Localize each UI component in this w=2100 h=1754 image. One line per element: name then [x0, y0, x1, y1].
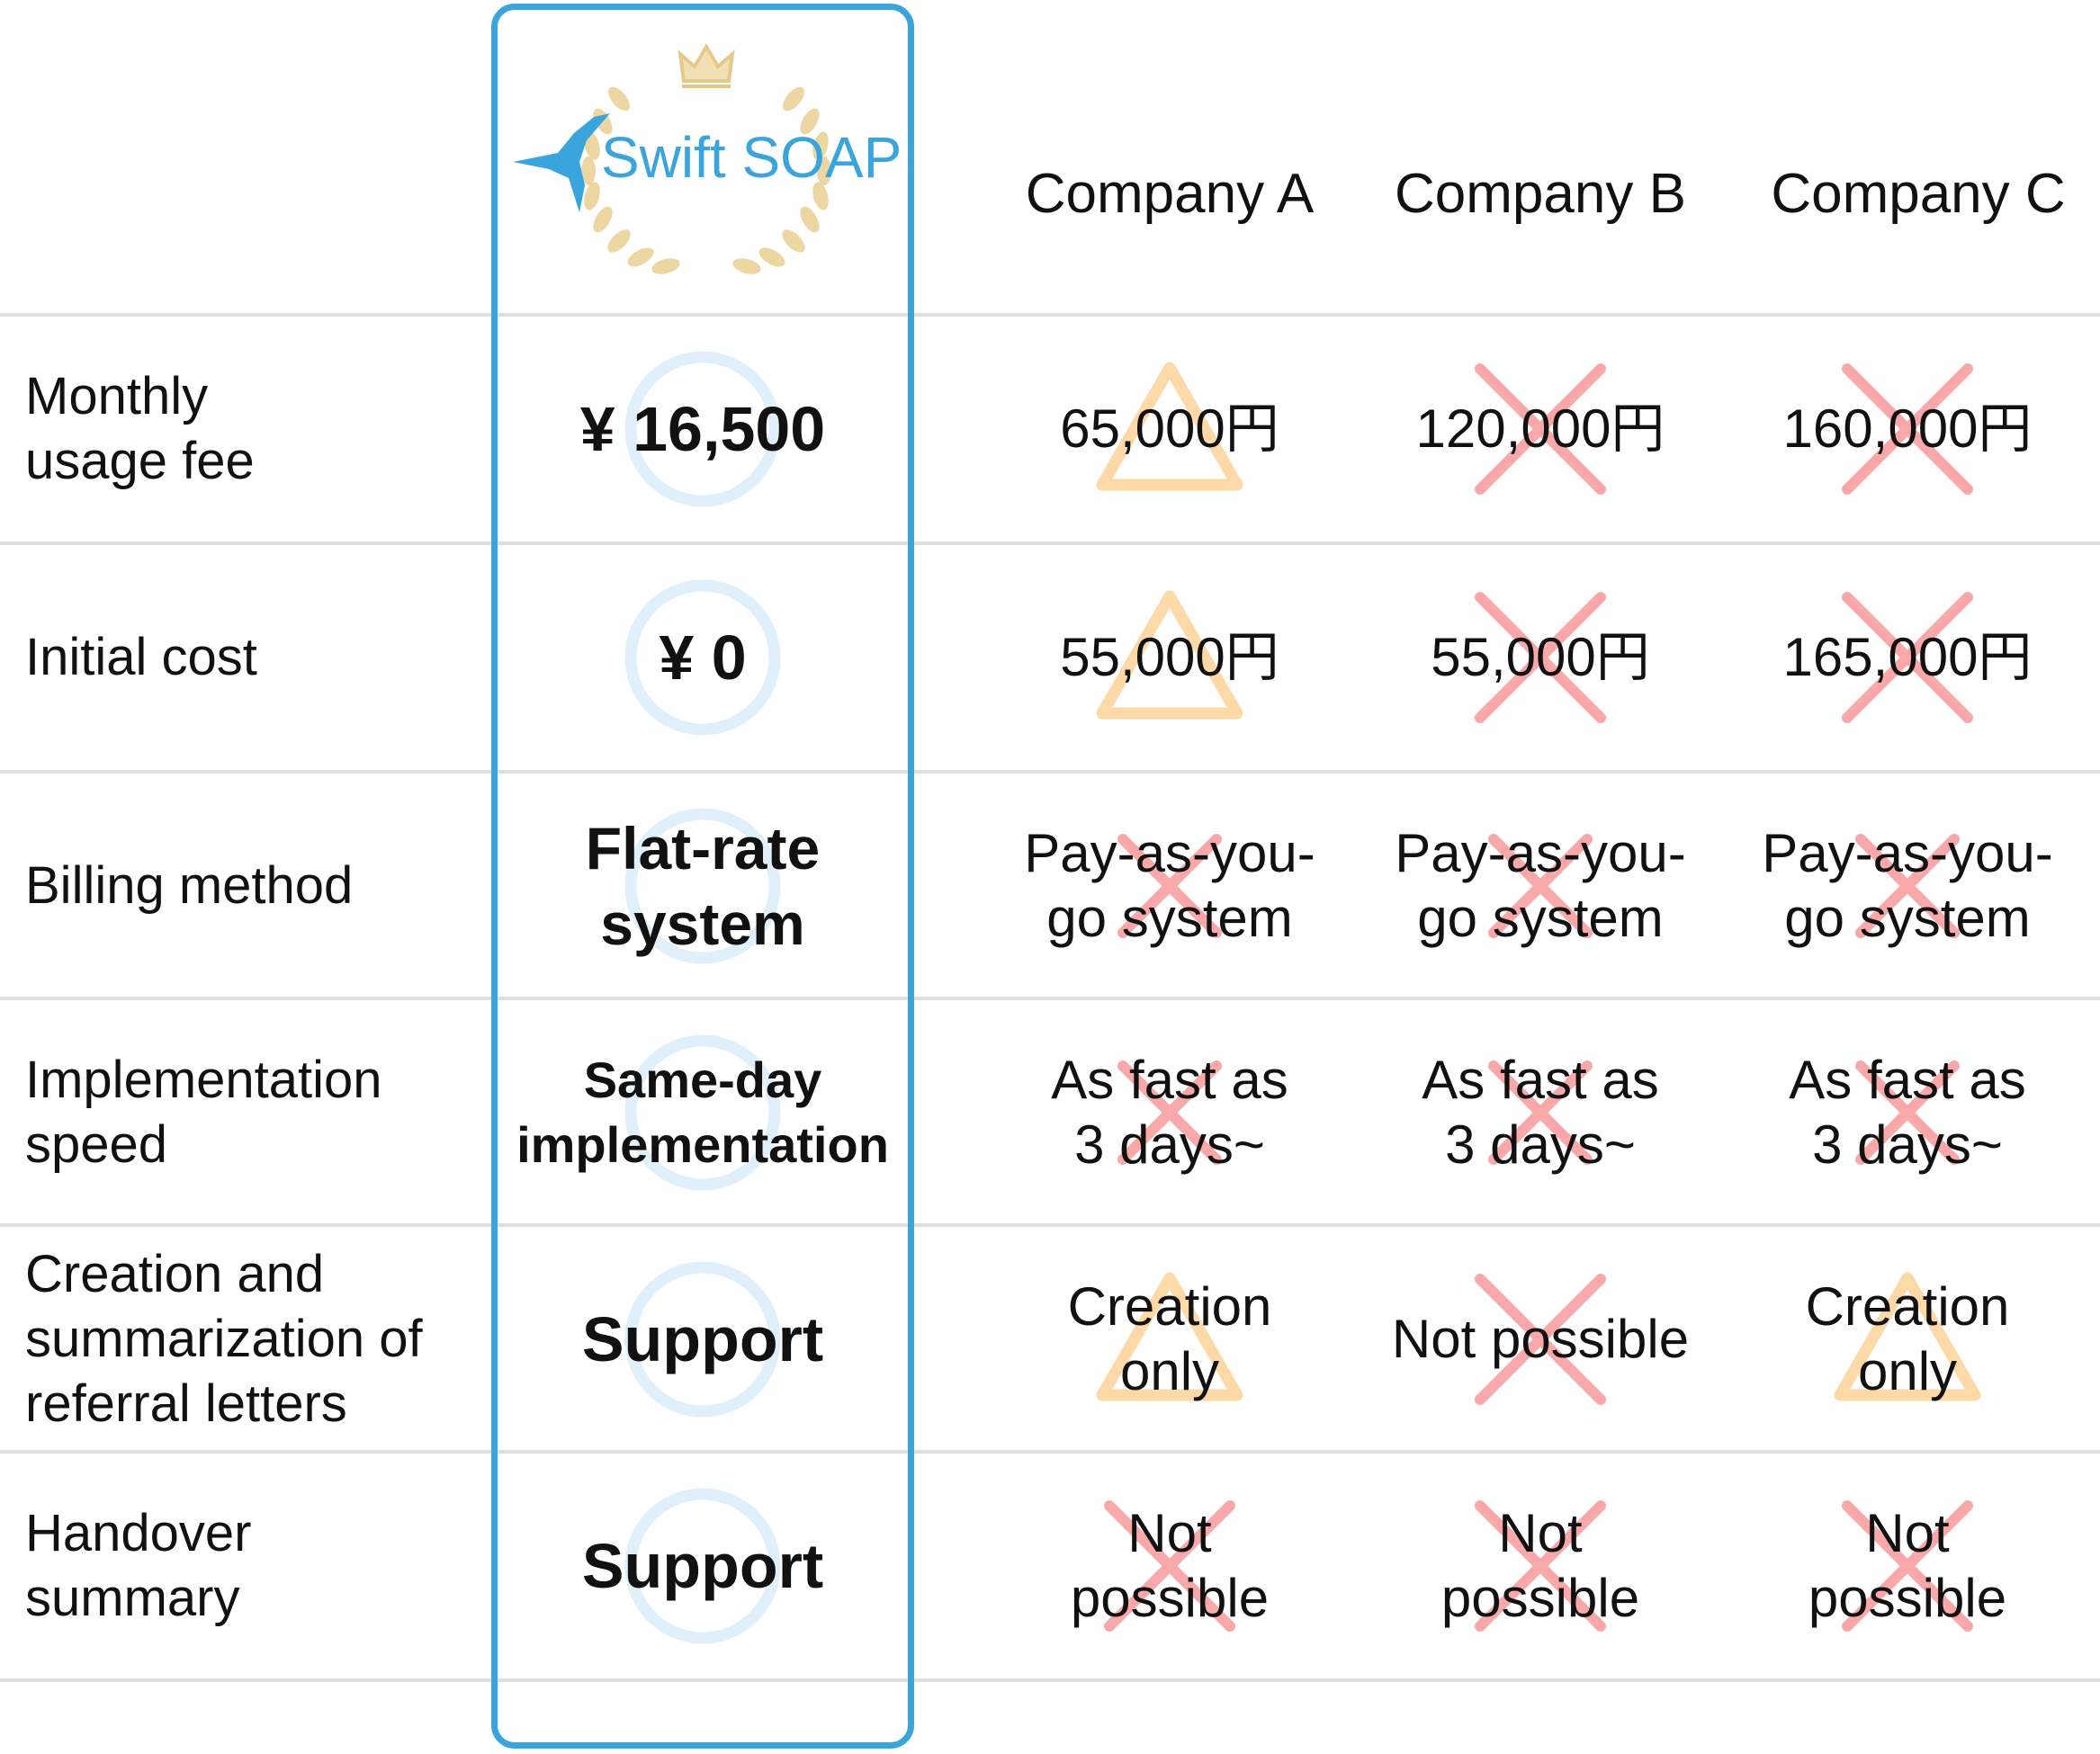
competitor-value-line: Creation — [1805, 1276, 2010, 1337]
competitor-value-line: 165,000円 — [1782, 627, 2033, 687]
competitor-value-line: 55,000円 — [1431, 627, 1650, 687]
competitor-value-line: As fast as — [1789, 1050, 2026, 1110]
competitor-value-line: go system — [1417, 888, 1664, 948]
row-label-line: summarization of — [25, 1310, 423, 1368]
row-label-line: Initial cost — [25, 628, 257, 686]
competitor-value: 160,000円 — [1719, 317, 2096, 541]
row-label: Billing method — [25, 774, 493, 998]
row-label-line: usage fee — [25, 432, 255, 490]
competitor-value-line: Pay-as-you- — [1024, 823, 1315, 883]
swift-soap-logo: Swift SOAP — [504, 27, 909, 288]
swift-soap-value-line: ¥ 16,500 — [579, 394, 826, 464]
competitor-value-line: 55,000円 — [1060, 627, 1279, 687]
row-label-line: Monthly — [25, 367, 209, 425]
competitor-value-line: 3 days~ — [1445, 1114, 1636, 1175]
swift-soap-value-line: Flat-rate — [585, 815, 821, 881]
competitor-value-line: go system — [1046, 888, 1293, 948]
competitor-value-line: As fast as — [1051, 1050, 1288, 1110]
company-b-header: Company B — [1395, 162, 1686, 225]
competitor-value-line: possible — [1808, 1568, 2007, 1628]
competitor-value-line: 3 days~ — [1812, 1114, 2003, 1175]
row-label-line: speed — [25, 1115, 168, 1174]
competitor-value-line: only — [1119, 1341, 1220, 1401]
logo-text: Swift SOAP — [601, 125, 902, 190]
row-label: Initial cost — [25, 545, 493, 770]
row-divider — [0, 1223, 2100, 1227]
row-divider — [0, 1450, 2100, 1454]
row-label: Monthly usage fee — [25, 317, 493, 541]
competitor-value-line: Creation — [1067, 1276, 1272, 1337]
row-divider — [0, 313, 2100, 317]
swift-soap-value-line: Support — [581, 1304, 824, 1374]
competitor-value-line: possible — [1070, 1568, 1270, 1628]
competitor-value-line: Not possible — [1391, 1309, 1690, 1369]
company-a-header: Company A — [1025, 162, 1315, 225]
row-label-line: Implementation — [25, 1051, 382, 1109]
competitor-value-line: go system — [1784, 888, 2031, 948]
competitor-value-line: 120,000円 — [1415, 398, 1665, 459]
competitor-value: Not possible — [1351, 1227, 1729, 1452]
swift-soap-value-line: implementation — [516, 1116, 889, 1173]
competitor-value-line: Not — [1498, 1503, 1583, 1563]
swift-soap-highlight-column — [491, 4, 914, 1749]
row-label-line: Handover — [25, 1504, 252, 1562]
laurel-crown-icon — [513, 43, 831, 274]
row-divider — [0, 1678, 2100, 1682]
row-divider — [0, 770, 2100, 774]
competitor-value: 55,000円 — [1351, 545, 1729, 770]
competitor-value-line: 3 days~ — [1074, 1114, 1265, 1175]
competitor-value: 55,000円 — [981, 545, 1359, 770]
competitor-value-line: only — [1857, 1341, 1958, 1401]
row-label-line: Billing method — [25, 856, 354, 915]
competitor-value: 165,000円 — [1719, 545, 2096, 770]
swift-soap-value-line: Support — [581, 1531, 824, 1601]
competitor-value: 120,000円 — [1351, 317, 1729, 541]
competitor-value: Pay-as-you-go system — [981, 774, 1359, 998]
competitor-value-line: Not — [1127, 1503, 1212, 1563]
swift-soap-value-line: system — [600, 890, 805, 957]
company-c-header: Company C — [1771, 162, 2066, 225]
row-label-line: Creation and — [25, 1245, 325, 1303]
competitor-value-line: 160,000円 — [1782, 398, 2033, 459]
row-label: Implementation speed — [25, 1000, 493, 1225]
swift-soap-value-line: ¥ 0 — [659, 622, 747, 693]
competitor-value: 65,000円 — [981, 317, 1359, 541]
competitor-value-line: Not — [1865, 1503, 1950, 1563]
row-label: Handover summary — [25, 1454, 493, 1678]
hummingbird-icon — [513, 113, 610, 212]
row-label: Creation and summarization of referral let… — [25, 1227, 493, 1452]
swift-soap-value-line: Same-day — [583, 1052, 822, 1108]
competitor-value-line: Pay-as-you- — [1395, 823, 1686, 883]
row-label-line: referral letters — [25, 1374, 347, 1433]
competitor-value-line: Pay-as-you- — [1762, 823, 2053, 883]
competitor-value: Pay-as-you-go system — [1351, 774, 1729, 998]
competitor-value: Pay-as-you-go system — [1719, 774, 2096, 998]
row-divider — [0, 541, 2100, 545]
competitor-value-line: As fast as — [1422, 1050, 1659, 1110]
row-divider — [0, 997, 2100, 1000]
competitor-value-line: 65,000円 — [1060, 398, 1279, 459]
competitor-value-line: possible — [1440, 1568, 1640, 1628]
row-label-line: summary — [25, 1569, 240, 1627]
